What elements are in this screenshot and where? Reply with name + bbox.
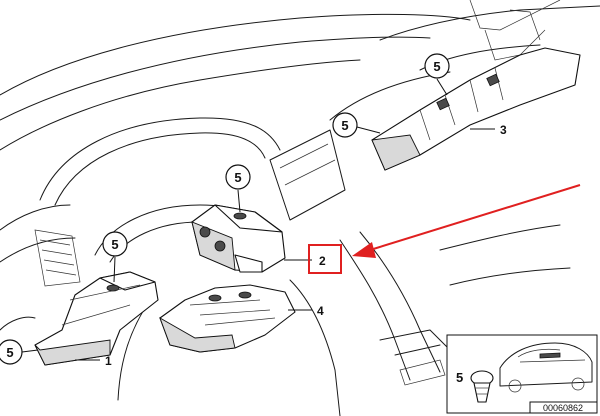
svg-text:3: 3: [500, 123, 507, 137]
part-4-tray: [159, 284, 296, 353]
callout-5-mid-right: 5: [332, 112, 381, 138]
highlight-box-part-2: [308, 244, 342, 274]
svg-text:1: 1: [105, 354, 112, 368]
label-part-2: 2: [284, 254, 326, 268]
inset-callout-5: 5: [456, 370, 463, 385]
label-part-3: 3: [470, 123, 507, 137]
label-part-1: 1: [75, 354, 112, 368]
svg-text:5: 5: [111, 237, 118, 252]
part-2-bracket: [191, 204, 286, 273]
svg-text:5: 5: [433, 59, 440, 74]
red-arrow: [352, 184, 581, 258]
car-sketch: [499, 342, 593, 393]
svg-text:4: 4: [317, 304, 324, 318]
svg-text:5: 5: [341, 118, 348, 133]
callout-5-center: 5: [225, 164, 251, 213]
callout-5-top-right: 5: [424, 53, 450, 96]
inset-panel: 5 00060862: [446, 334, 598, 414]
reference-number: 00060862: [543, 403, 583, 413]
clip-part: [470, 370, 494, 403]
svg-text:2: 2: [319, 254, 326, 268]
svg-text:5: 5: [6, 345, 13, 360]
reference-box: [529, 401, 598, 414]
part-3-panel: [371, 47, 581, 171]
callout-5-bottom-left: 5: [0, 339, 39, 365]
label-part-4: 4: [288, 304, 324, 318]
callout-5-left: 5: [102, 231, 128, 283]
svg-text:5: 5: [234, 170, 241, 185]
